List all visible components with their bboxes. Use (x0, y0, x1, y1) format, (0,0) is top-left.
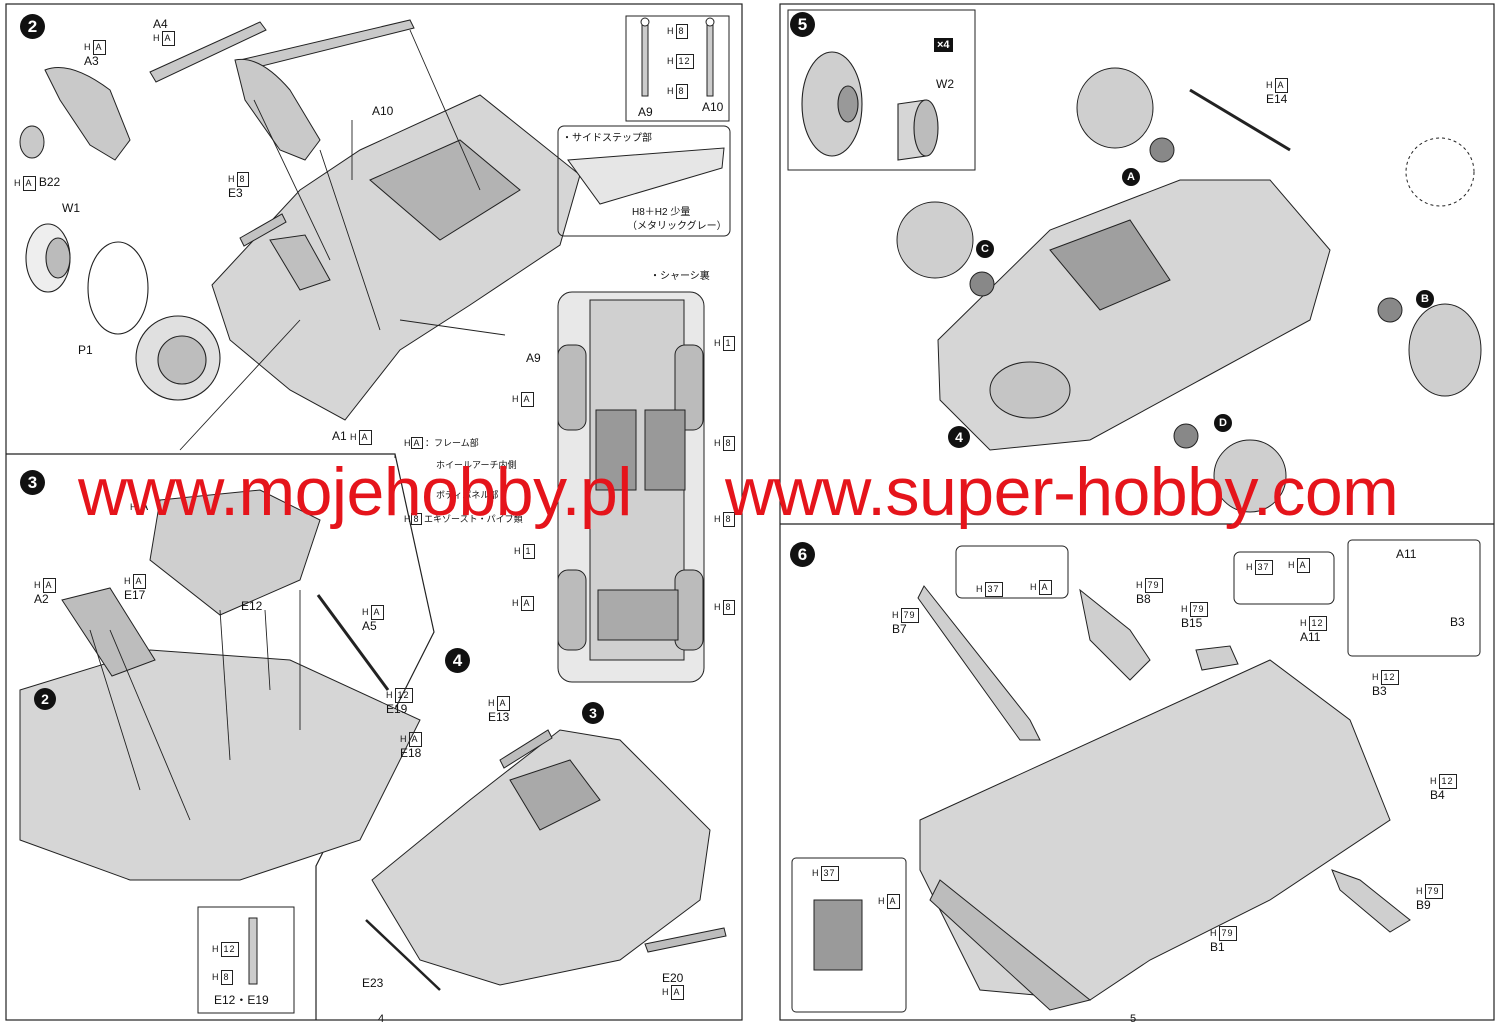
part-label-a: H A (130, 499, 149, 513)
part-label-w2: W2 (936, 77, 954, 91)
marker-c: C (976, 240, 994, 258)
step-number-6: 6 (790, 542, 815, 567)
sub-assembly-ref-4: 4 (948, 426, 970, 448)
sub-assembly-ref-2: 2 (34, 688, 56, 710)
console-inset-label-a11: A11 (1396, 547, 1417, 561)
console-inset-label-b3: B3 (1450, 615, 1465, 629)
sub-assembly-ref-3: 3 (582, 702, 604, 724)
side-step-paint-sub: （メタリックグレー） (627, 221, 727, 232)
left-page-drawing (5, 3, 743, 1021)
page-number-right: 5 (1130, 1013, 1137, 1025)
right-page-drawing (779, 3, 1495, 1021)
part-label-e23: E23 (362, 976, 384, 990)
marker-b: B (1416, 290, 1434, 308)
part-label-e12: E12 (241, 599, 263, 613)
step-number-2: 2 (20, 14, 45, 39)
side-step-title: ・サイドステップ部 (562, 133, 652, 144)
legend-row-3: ボディパネル部 (436, 490, 499, 500)
watermark-mojehobby: www.mojehobby.pl (78, 454, 632, 530)
chassis-view-title: ・シャーシ裏 (650, 271, 710, 282)
part-label-a9: A9 (526, 351, 541, 365)
step-number-5: 5 (790, 12, 815, 37)
inset-label-a9: A9 (638, 105, 653, 119)
step-number-4: 4 (445, 648, 470, 673)
part-label-p1: P1 (78, 343, 93, 357)
inset-label-a10: A10 (702, 100, 724, 114)
part-label-a10: A10 (372, 104, 394, 118)
inset-e12-label: E12・E19 (214, 993, 269, 1007)
part-label-w1: W1 (62, 201, 80, 215)
marker-a: A (1122, 168, 1140, 186)
watermark-super-hobby: www.super-hobby.com (725, 454, 1399, 530)
legend-row-2: ホイールアーチ内側 (436, 460, 517, 470)
side-step-paint-note: H8＋H2 少量 (632, 207, 691, 218)
page-number-left: 4 (378, 1013, 385, 1025)
step-number-3: 3 (20, 470, 45, 495)
quantity-badge: ×4 (934, 38, 953, 52)
marker-d: D (1214, 414, 1232, 432)
